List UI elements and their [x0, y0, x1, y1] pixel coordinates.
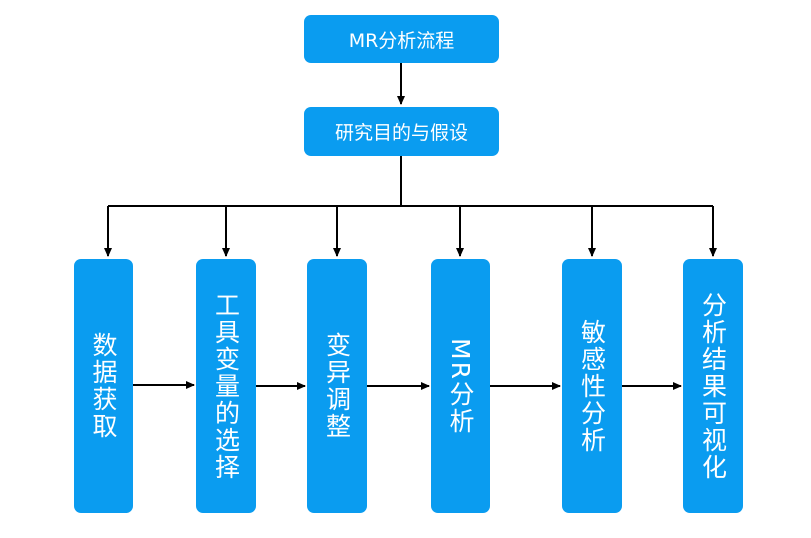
- step-label: 敏感性分析: [577, 318, 607, 454]
- step-box-result-visualization: 分析结果可视化: [683, 259, 743, 513]
- title-box: MR分析流程: [304, 15, 499, 63]
- step-box-mr-analysis: MR分析: [431, 259, 490, 513]
- step-label: 数据获取: [89, 332, 118, 440]
- title-label: MR分析流程: [348, 29, 455, 52]
- hypothesis-box: 研究目的与假设: [304, 107, 499, 156]
- step-label: MR分析: [446, 337, 475, 435]
- step-label: 变异调整: [322, 332, 352, 440]
- step-box-data-acquisition: 数据获取: [74, 259, 133, 513]
- step-box-variant-adjustment: 变异调整: [307, 259, 367, 513]
- step-label: 工具变量的选择: [211, 291, 241, 481]
- step-box-sensitivity-analysis: 敏感性分析: [562, 259, 622, 513]
- step-label: 分析结果可视化: [698, 291, 728, 481]
- hypothesis-label: 研究目的与假设: [334, 122, 468, 144]
- step-box-instrument-selection: 工具变量的选择: [196, 259, 256, 513]
